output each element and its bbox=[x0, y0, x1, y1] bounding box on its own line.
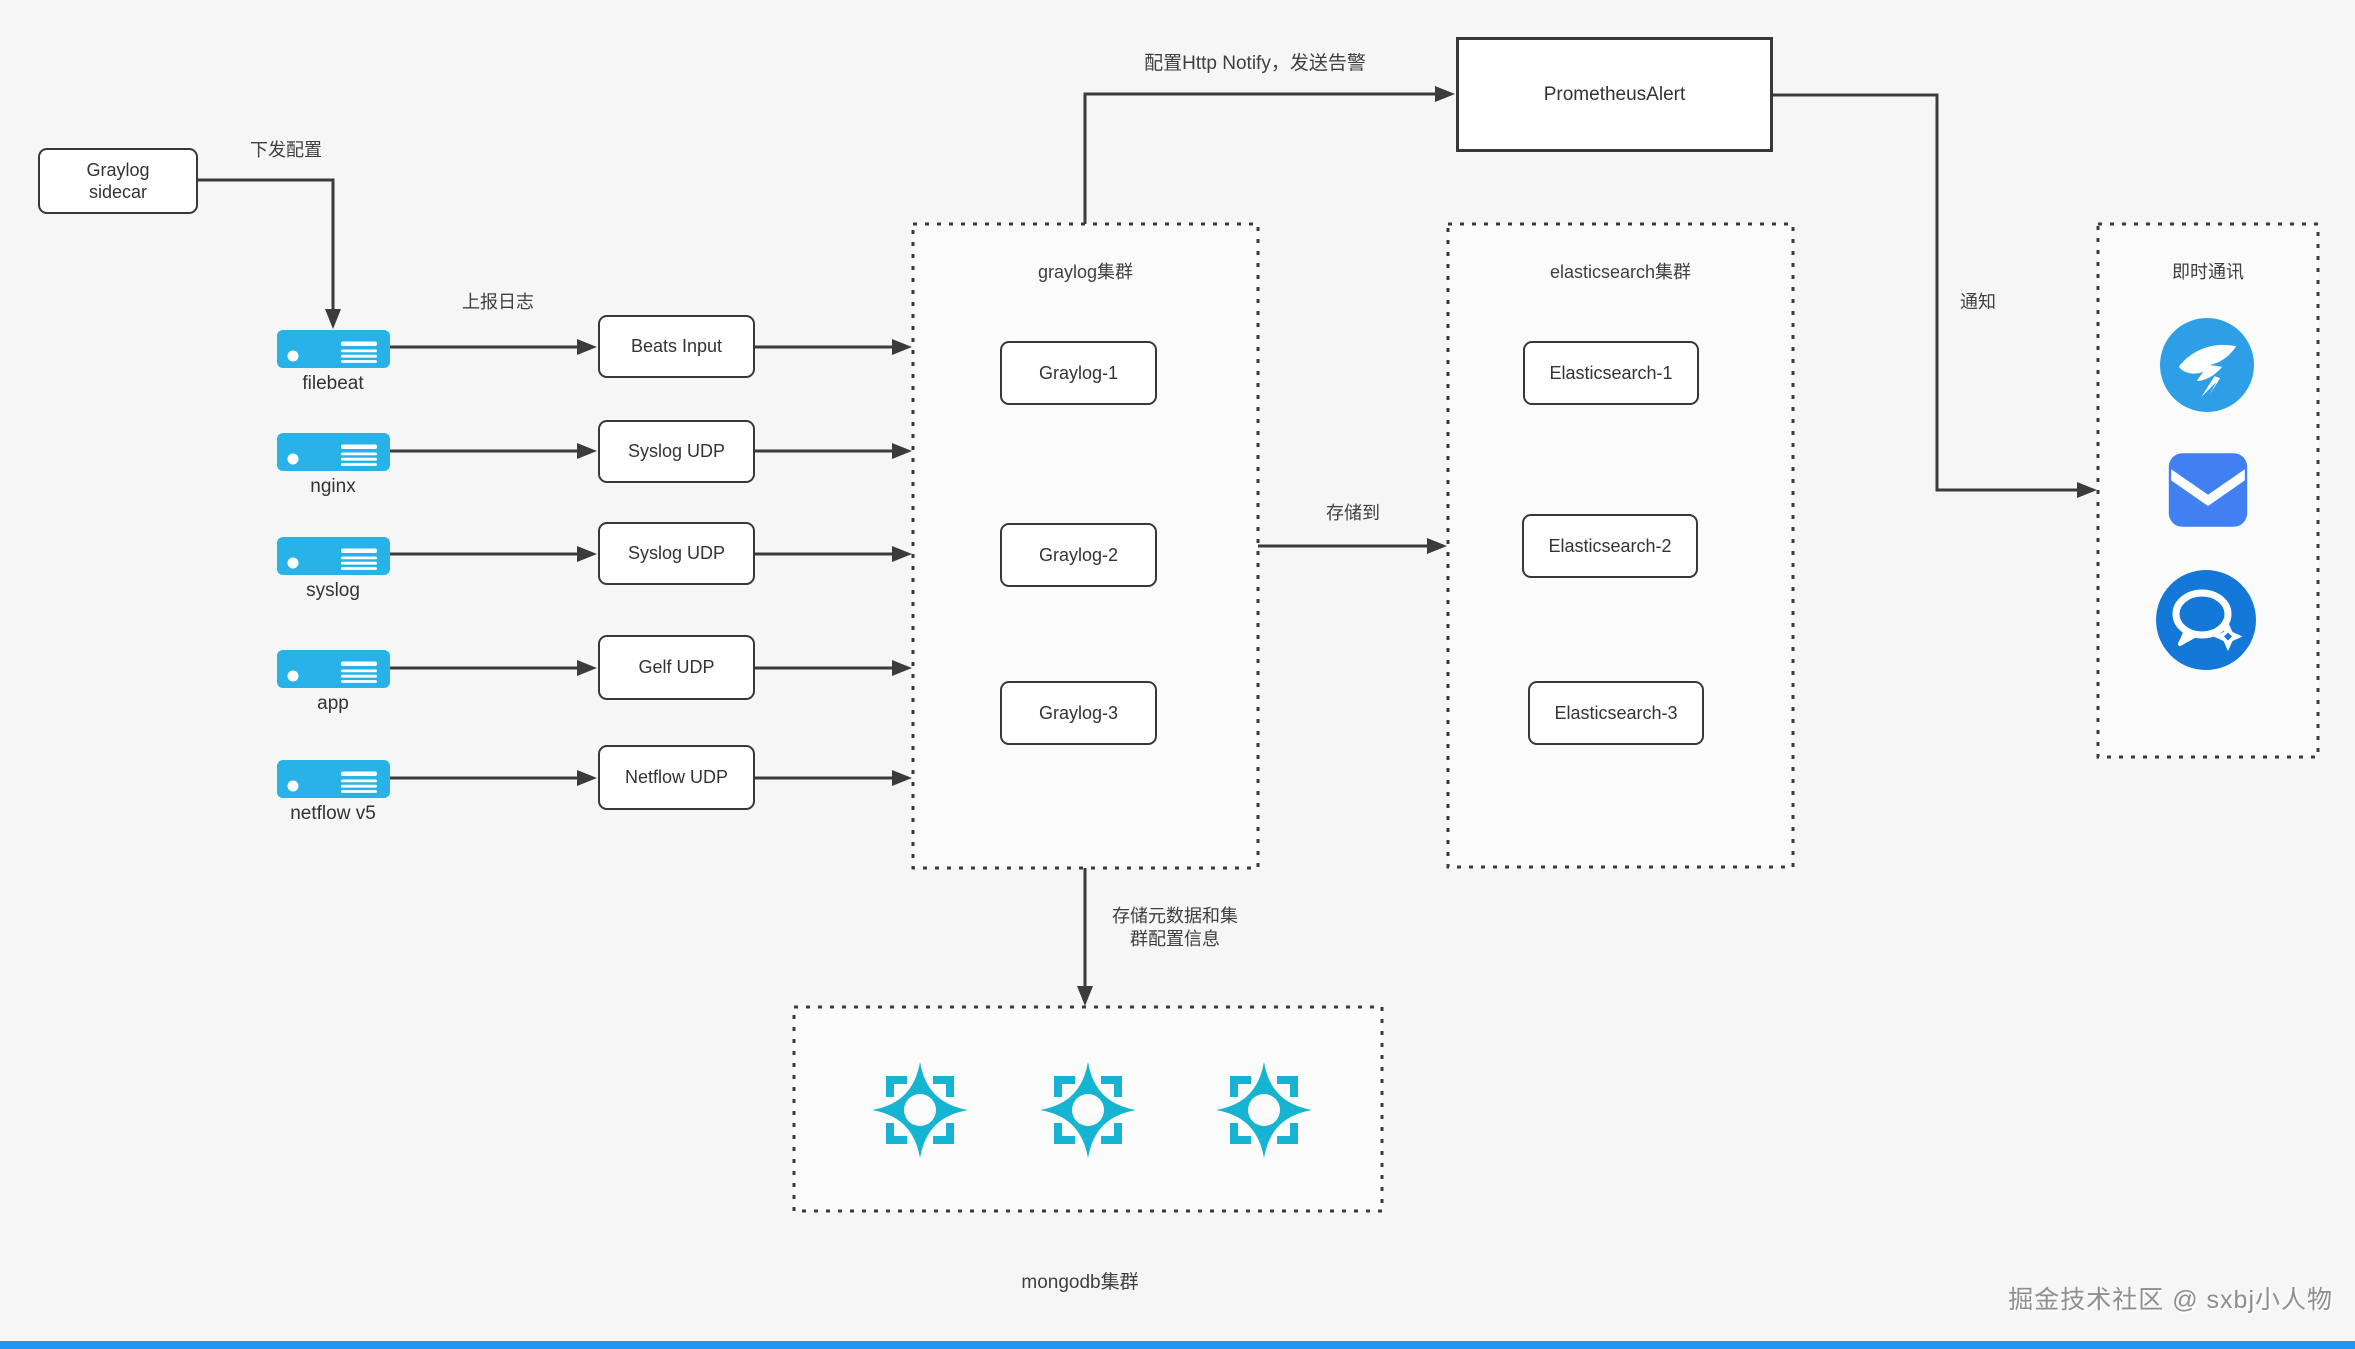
edge-label-notify: 通知 bbox=[1960, 292, 1996, 312]
node-elasticsearch-2: Elasticsearch-2 bbox=[1522, 514, 1698, 578]
source-label-netflow-v5: netflow v5 bbox=[290, 803, 376, 824]
edge-label-store-to: 存储到 bbox=[1326, 503, 1380, 523]
node-syslog-udp-1: Syslog UDP bbox=[598, 420, 755, 483]
source-label-filebeat: filebeat bbox=[302, 373, 364, 394]
edge-label-deploy-config: 下发配置 bbox=[250, 140, 322, 160]
watermark: 掘金技术社区 @ sxbj小人物 bbox=[2008, 1286, 2333, 1314]
elasticsearch-cluster-title: elasticsearch集群 bbox=[1549, 262, 1692, 282]
node-syslog-udp-2: Syslog UDP bbox=[598, 522, 755, 585]
mongodb-node-icon bbox=[870, 1060, 970, 1160]
server-icon bbox=[277, 760, 390, 798]
node-netflow-udp: Netflow UDP bbox=[598, 745, 755, 810]
node-graylog-3: Graylog-3 bbox=[1000, 681, 1157, 745]
edge-label-store-metadata: 存储元数据和集 群配置信息 bbox=[1112, 906, 1238, 949]
im-cluster-title: 即时通讯 bbox=[2172, 262, 2244, 282]
wechat-work-icon bbox=[2156, 570, 2256, 670]
mongodb-cluster-title: mongodb集群 bbox=[1021, 1272, 1139, 1293]
server-icon bbox=[277, 433, 390, 471]
node-graylog-1: Graylog-1 bbox=[1000, 341, 1157, 405]
source-label-nginx: nginx bbox=[310, 476, 356, 497]
node-gelf-udp: Gelf UDP bbox=[598, 635, 755, 700]
edge-graylog-to-prometheusalert bbox=[1083, 86, 1455, 224]
dingtalk-icon bbox=[2160, 318, 2254, 412]
node-elasticsearch-3: Elasticsearch-3 bbox=[1528, 681, 1704, 745]
node-graylog-sidecar: Graylog sidecar bbox=[38, 148, 198, 214]
edge-label-report-logs: 上报日志 bbox=[462, 292, 534, 312]
source-label-syslog: syslog bbox=[306, 580, 360, 601]
node-prometheusalert: PrometheusAlert bbox=[1456, 37, 1773, 152]
edge-prometheusalert-to-im bbox=[1773, 93, 2097, 498]
server-icon bbox=[277, 650, 390, 688]
edge-sidecar-to-filebeat bbox=[198, 178, 341, 329]
mongodb-node-icon bbox=[1038, 1060, 1138, 1160]
edge-label-http-notify: 配置Http Notify，发送告警 bbox=[1144, 53, 1366, 74]
bottom-bar bbox=[0, 1341, 2355, 1349]
node-graylog-2: Graylog-2 bbox=[1000, 523, 1157, 587]
server-icon bbox=[277, 537, 390, 575]
source-label-app: app bbox=[317, 693, 349, 714]
mongodb-node-icon bbox=[1214, 1060, 1314, 1160]
node-elasticsearch-1: Elasticsearch-1 bbox=[1523, 341, 1699, 405]
graylog-cluster-title: graylog集群 bbox=[1037, 262, 1134, 282]
mail-icon bbox=[2162, 450, 2254, 530]
node-beats-input: Beats Input bbox=[598, 315, 755, 378]
server-icon bbox=[277, 330, 390, 368]
